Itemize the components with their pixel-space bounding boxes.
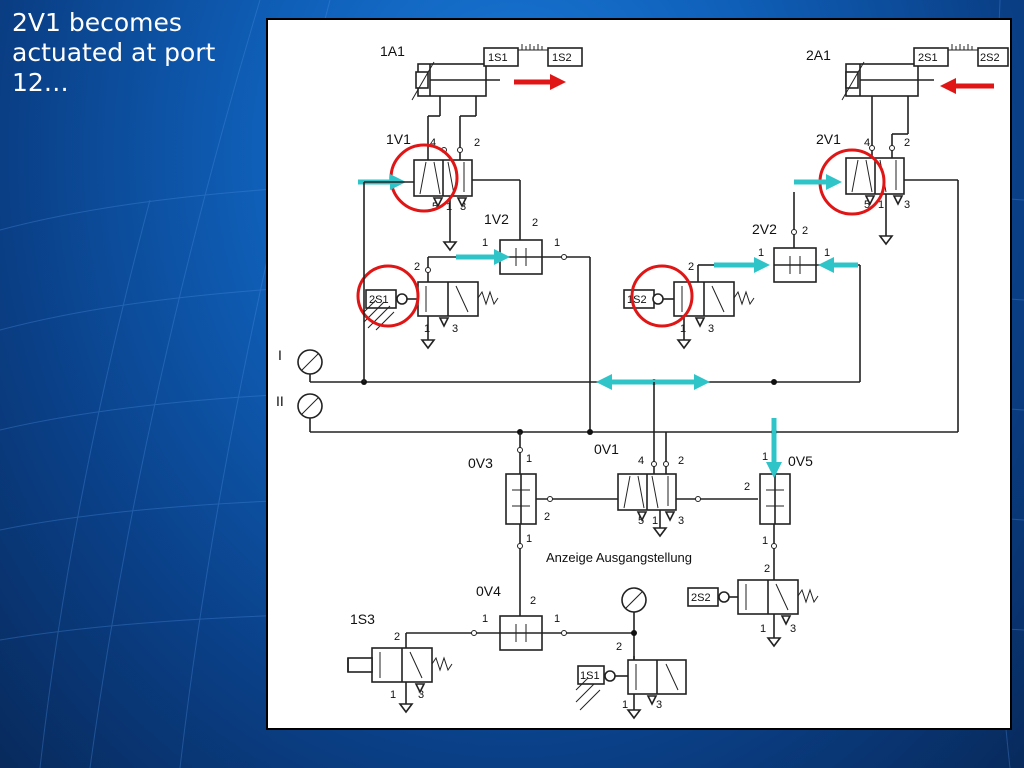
svg-text:2: 2	[678, 455, 684, 467]
svg-text:2: 2	[544, 511, 550, 523]
valve-1V2-label: 1V2	[484, 211, 509, 227]
svg-text:5: 5	[864, 199, 870, 211]
svg-text:1: 1	[526, 453, 532, 465]
valve-2V1: 2V1 4 2 5 1 3	[816, 116, 959, 432]
valve-2V2: 2V2 2 1 1	[752, 192, 861, 382]
svg-text:3: 3	[452, 323, 458, 335]
signal-arrow-0V5	[766, 418, 782, 478]
sensor-2S1-cyl-tag: 2S1	[918, 52, 938, 64]
highlight-circle-1S2	[630, 264, 694, 328]
supply-line-I: I	[278, 181, 860, 385]
motion-arrow-1A1	[514, 74, 566, 90]
sensor-1S3-label: 1S3	[350, 611, 375, 627]
svg-text:1: 1	[762, 535, 768, 547]
highlight-circle-2S1	[356, 264, 420, 328]
sensor-valve-2S2: 2S2 2 1 3	[687, 563, 819, 648]
sensor-1S2-tag: 1S2	[552, 52, 572, 64]
sensor-1S2-tag-valve: 1S2	[627, 294, 647, 306]
svg-text:1: 1	[554, 237, 560, 249]
valve-0V4-label: 0V4	[476, 583, 501, 599]
signal-arrow-2V1	[794, 174, 842, 190]
svg-text:2: 2	[474, 137, 480, 149]
svg-text:1: 1	[878, 199, 884, 211]
svg-text:4: 4	[638, 455, 644, 467]
diagram-caption: Anzeige Ausgangstellung	[546, 550, 692, 565]
valve-2V1-label: 2V1	[816, 131, 841, 147]
svg-text:1: 1	[446, 201, 452, 213]
circuit-svg: 1A1 1S1 1S2 1V1 4 2 5 1	[276, 43, 1009, 720]
svg-text:1: 1	[652, 515, 658, 527]
valve-2V2-label: 2V2	[752, 221, 777, 237]
svg-text:2: 2	[616, 641, 622, 653]
svg-text:3: 3	[656, 699, 662, 711]
cylinder-1A1-label: 1A1	[380, 43, 405, 59]
svg-text:1: 1	[824, 247, 830, 259]
svg-text:1: 1	[554, 613, 560, 625]
svg-text:2: 2	[688, 261, 694, 273]
svg-text:3: 3	[678, 515, 684, 527]
svg-text:3: 3	[904, 199, 910, 211]
sensor-valve-1S1: 1S1 2 1 3	[575, 641, 687, 720]
svg-text:2: 2	[802, 225, 808, 237]
svg-text:2: 2	[394, 631, 400, 643]
svg-text:3: 3	[708, 323, 714, 335]
svg-text:2: 2	[764, 563, 770, 575]
svg-text:1: 1	[526, 533, 532, 545]
svg-text:1: 1	[760, 623, 766, 635]
svg-text:1: 1	[762, 451, 768, 463]
cylinder-1A1: 1A1 1S1 1S2	[380, 43, 583, 117]
svg-text:3: 3	[790, 623, 796, 635]
valve-0V1-label: 0V1	[594, 441, 619, 457]
signal-arrow-1V2	[456, 249, 510, 265]
pressure-gauge-icon	[621, 587, 647, 660]
valve-1V1-label: 1V1	[386, 131, 411, 147]
motion-arrow-2A1	[940, 78, 994, 94]
svg-text:2: 2	[744, 481, 750, 493]
svg-text:3: 3	[418, 689, 424, 701]
valve-0V5-label: 0V5	[788, 453, 813, 469]
svg-text:1: 1	[424, 323, 430, 335]
svg-text:2: 2	[532, 217, 538, 229]
sensor-1S1-tag-valve: 1S1	[580, 670, 600, 682]
svg-text:1: 1	[622, 699, 628, 711]
sensor-1S1-tag: 1S1	[488, 52, 508, 64]
svg-text:5: 5	[638, 515, 644, 527]
cylinder-2A1: 2A1 2S1 2S2	[806, 44, 1009, 116]
valve-0V5: 0V5 1 2 1	[744, 432, 813, 580]
valve-1V2: 1V2 2 1 1	[482, 211, 591, 432]
svg-text:4: 4	[430, 137, 436, 149]
slide-caption: 2V1 becomes actuated at port 12…	[12, 8, 216, 97]
valve-0V3: 0V3 1 2 1	[468, 432, 618, 618]
signal-arrow-supply-bidirectional	[596, 374, 710, 390]
valve-0V1: 0V1 4 2 5 1 3	[594, 382, 758, 538]
valve-0V4: 0V4 2 1 1	[406, 583, 634, 651]
svg-text:5: 5	[432, 201, 438, 213]
pneumatic-circuit-diagram: 1A1 1S1 1S2 1V1 4 2 5 1	[266, 18, 1012, 730]
sensor-valve-2S1: 2S1 2 1 3	[363, 256, 499, 350]
svg-text:1: 1	[680, 323, 686, 335]
svg-text:1: 1	[482, 613, 488, 625]
svg-text:4: 4	[864, 137, 870, 149]
svg-text:3: 3	[460, 201, 466, 213]
valve-1V1: 1V1 4 2 5 1 3	[386, 116, 521, 252]
svg-text:2: 2	[414, 261, 420, 273]
valve-0V3-label: 0V3	[468, 455, 493, 471]
svg-text:1: 1	[758, 247, 764, 259]
signal-arrow-2V2-right	[818, 257, 858, 273]
sensor-2S2-cyl-tag: 2S2	[980, 52, 1000, 64]
signal-arrow-2V2-left	[714, 257, 770, 273]
supply-line-II-label: II	[276, 393, 284, 409]
svg-text:2: 2	[530, 595, 536, 607]
svg-text:2: 2	[904, 137, 910, 149]
svg-text:1: 1	[390, 689, 396, 701]
sensor-valve-1S3: 1S3 2 1 3	[347, 611, 453, 714]
cylinder-2A1-label: 2A1	[806, 47, 831, 63]
supply-line-I-label: I	[278, 347, 282, 363]
supply-line-II: II	[276, 393, 958, 435]
svg-text:1: 1	[482, 237, 488, 249]
sensor-2S2-tag: 2S2	[691, 592, 711, 604]
